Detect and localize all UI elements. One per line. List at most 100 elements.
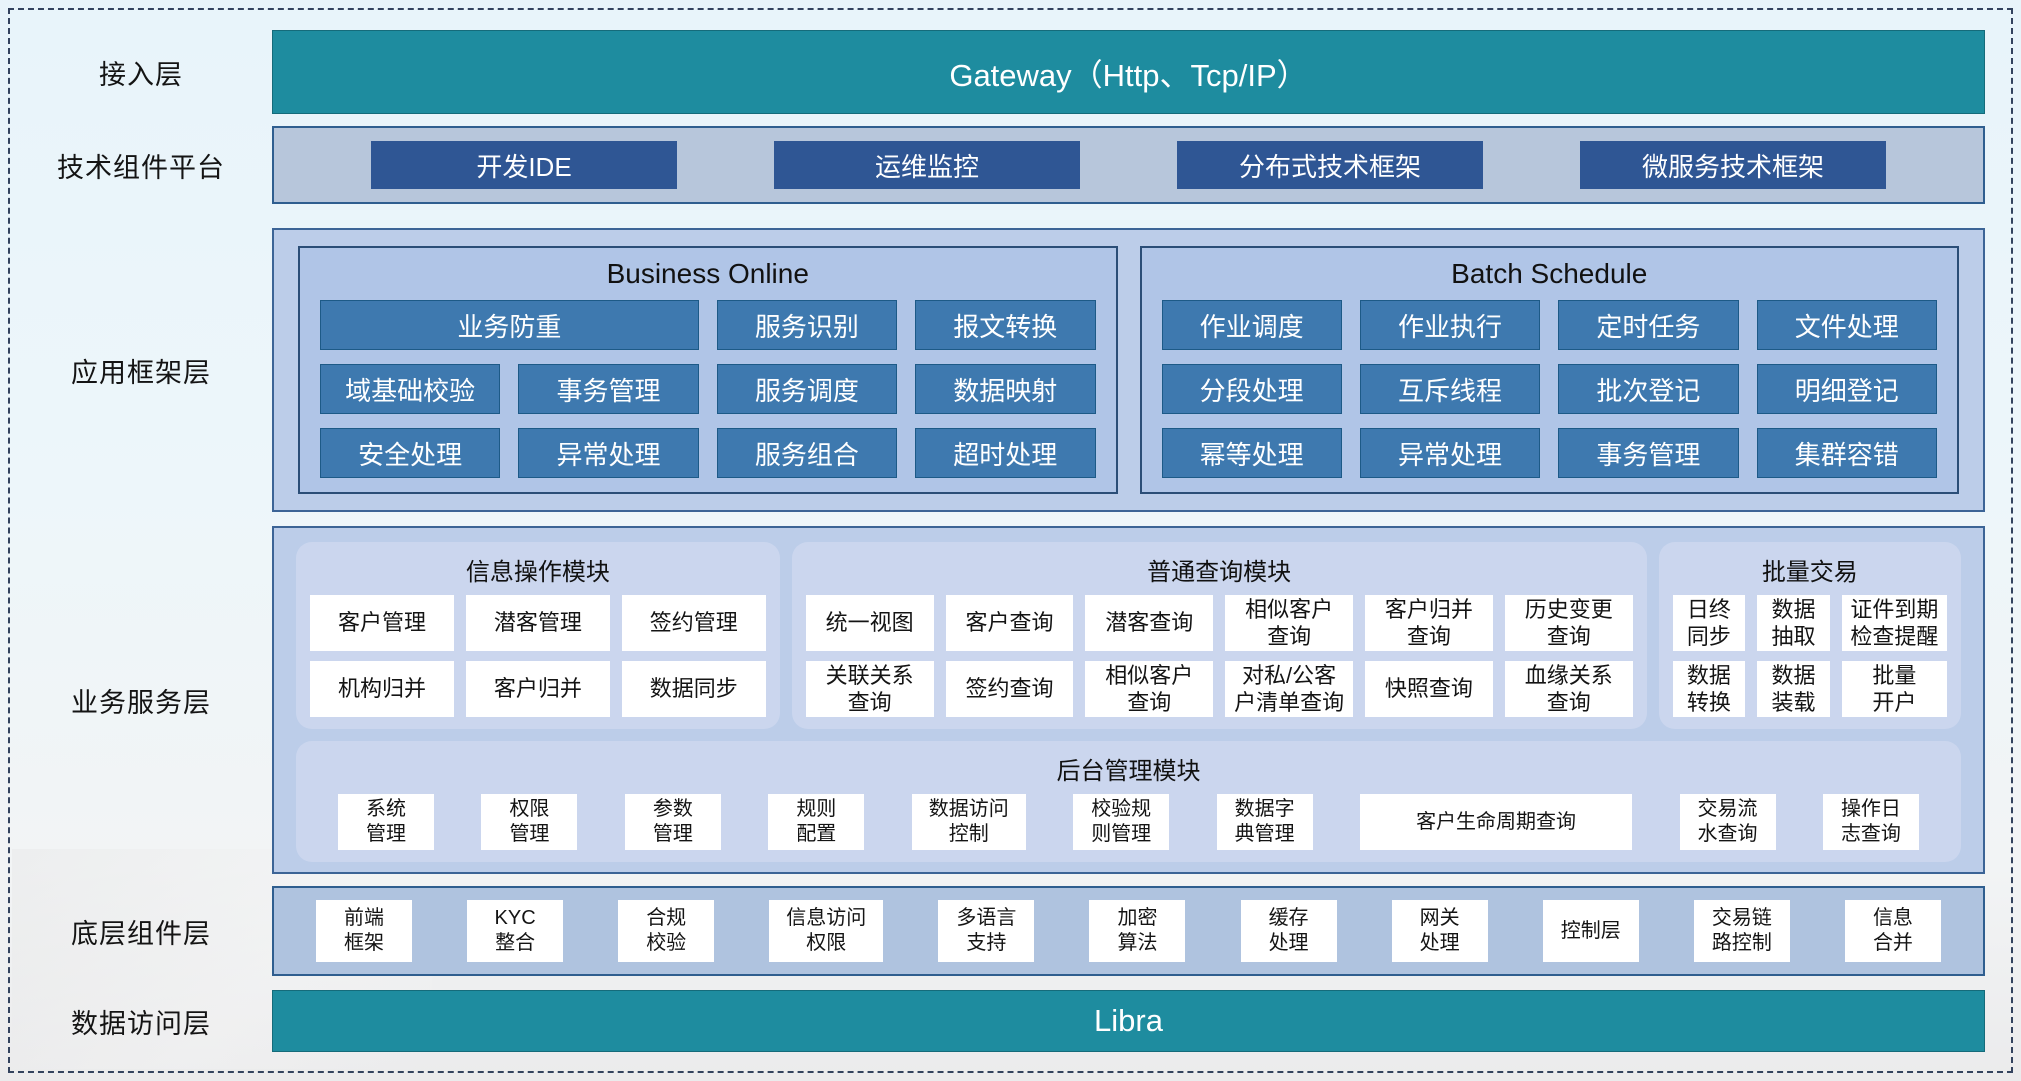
service-item: 批量 开户 [1841, 661, 1947, 717]
layer-stack: 接入层 Gateway（Http、Tcp/IP） 技术组件平台 开发IDE 运维监… [10, 10, 2011, 1071]
service-item: 关联关系 查询 [805, 661, 934, 717]
libra-bar: Libra [272, 990, 1985, 1052]
gateway-bar: Gateway（Http、Tcp/IP） [272, 30, 1985, 114]
base-component-item: 加密 算法 [1089, 900, 1186, 962]
data-access-row: 数据访问层 Libra [10, 990, 1985, 1052]
service-item: 血缘关系 查询 [1504, 661, 1633, 717]
service-item: 客户归并 查询 [1364, 595, 1493, 651]
tech-component-button: 开发IDE [371, 141, 677, 189]
framework-item: 安全处理 [320, 428, 501, 478]
batch-trading-grid: 日终 同步数据 抽取证件到期 检查提醒数据 转换数据 装载批量 开户 [1672, 595, 1947, 717]
framework-item: 域基础校验 [320, 364, 501, 414]
business-online-box: Business Online 业务防重服务识别报文转换域基础校验事务管理服务调… [298, 246, 1118, 494]
base-component-item: 多语言 支持 [938, 900, 1035, 962]
framework-item: 报文转换 [915, 300, 1096, 350]
framework-item: 数据映射 [915, 364, 1096, 414]
common-query-grid: 统一视图客户查询潜客查询相似客户 查询客户归并 查询历史变更 查询关联关系 查询… [805, 595, 1633, 717]
framework-item: 批次登记 [1558, 364, 1739, 414]
batch-trading-module: 批量交易 日终 同步数据 抽取证件到期 检查提醒数据 转换数据 装载批量 开户 [1658, 542, 1961, 729]
service-item: 快照查询 [1364, 661, 1493, 717]
base-component-item: 控制层 [1542, 900, 1639, 962]
framework-item: 服务识别 [716, 300, 898, 350]
service-item: 机构归并 [310, 661, 454, 717]
diagram-frame: 接入层 Gateway（Http、Tcp/IP） 技术组件平台 开发IDE 运维监… [8, 8, 2013, 1073]
batch-trading-title: 批量交易 [1761, 559, 1858, 586]
service-item: 证件到期 检查提醒 [1841, 595, 1947, 651]
access-layer-label: 接入层 [99, 59, 183, 90]
framework-item: 作业调度 [1161, 300, 1342, 350]
framework-item: 集群容错 [1756, 428, 1937, 478]
framework-item: 定时任务 [1558, 300, 1739, 350]
base-component-item: 合规 校验 [618, 900, 715, 962]
data-access-label: 数据访问层 [71, 1008, 211, 1039]
framework-item: 事务管理 [1558, 428, 1739, 478]
service-item: 相似客户 查询 [1085, 661, 1214, 717]
business-service-panel: 信息操作模块 客户管理潜客管理签约管理机构归并客户归并数据同步 普通查询模块 统… [272, 526, 1985, 874]
admin-item: 客户生命周期查询 [1360, 794, 1633, 850]
base-component-item: 缓存 处理 [1240, 900, 1337, 962]
framework-item: 服务组合 [716, 428, 898, 478]
admin-item: 系统 管理 [338, 794, 434, 850]
tech-platform-label: 技术组件平台 [57, 152, 225, 183]
framework-item: 互斥线程 [1359, 364, 1541, 414]
tech-platform-row: 技术组件平台 开发IDE 运维监控 分布式技术框架 微服务技术框架 [10, 126, 1985, 204]
app-framework-panel: Business Online 业务防重服务识别报文转换域基础校验事务管理 服务调… [272, 228, 1985, 512]
service-item: 对私/公客 户清单查询 [1225, 661, 1353, 717]
batch-schedule-box: Batch Schedule 作业调度作业执行定时任务文件处理分段处理互斥线程批… [1139, 246, 1959, 494]
admin-module-title: 后台管理模块 [1056, 758, 1201, 785]
service-item: 客户查询 [945, 595, 1074, 651]
info-operations-module: 信息操作模块 客户管理潜客管理签约管理机构归并客户归并数据同步 [296, 542, 780, 729]
service-item: 统一视图 [805, 595, 934, 651]
service-item: 数据 装载 [1757, 661, 1830, 717]
framework-item: 服务调度 [716, 364, 898, 414]
batch-schedule-grid: 作业调度作业执行定时任务文件处理分段处理互斥线程批次登记明细登记幂等处理异常处理… [1161, 300, 1937, 478]
admin-item: 交易流 水查询 [1679, 794, 1776, 850]
admin-item: 权限 管理 [481, 794, 578, 850]
base-component-item: 信息 合并 [1844, 900, 1941, 962]
framework-item: 文件处理 [1756, 300, 1937, 350]
tech-component-button: 微服务技术框架 [1580, 141, 1886, 189]
service-item: 日终 同步 [1672, 595, 1746, 651]
admin-item: 数据字 典管理 [1216, 794, 1313, 850]
base-component-item: 信息访问 权限 [769, 900, 884, 962]
framework-item: 分段处理 [1161, 364, 1342, 414]
business-service-row: 业务服务层 信息操作模块 客户管理潜客管理签约管理机构归并客户归并数据同步 普通… [10, 526, 1985, 874]
framework-item: 业务防重 [320, 300, 699, 350]
service-item: 客户管理 [310, 595, 454, 651]
base-component-item: 网关 处理 [1391, 900, 1488, 962]
business-service-label: 业务服务层 [71, 687, 211, 718]
service-item: 历史变更 查询 [1504, 595, 1633, 651]
base-components-bar: 前端 框架 KYC 整合合规 校验信息访问 权限多语言 支持加密 算法缓存 处理网… [272, 886, 1985, 976]
base-components-label: 底层组件层 [71, 918, 211, 949]
common-query-module: 普通查询模块 统一视图客户查询潜客查询相似客户 查询客户归并 查询历史变更 查询… [791, 542, 1647, 729]
service-item: 数据同步 [621, 661, 766, 717]
admin-item: 数据访问 控制 [911, 794, 1026, 850]
batch-schedule-title: Batch Schedule [1451, 258, 1648, 289]
tech-component-button: 运维监控 [774, 141, 1080, 189]
service-item: 签约查询 [945, 661, 1074, 717]
business-online-title: Business Online [606, 258, 809, 289]
admin-items-row: 系统 管理权限 管理参数 管理规则 配置数据访问 控制校验规 则管理数据字 典管… [310, 794, 1947, 850]
access-layer-row: 接入层 Gateway（Http、Tcp/IP） [10, 30, 1985, 114]
admin-item: 规则 配置 [768, 794, 865, 850]
framework-item: 异常处理 [1359, 428, 1541, 478]
framework-item: 幂等处理 [1161, 428, 1342, 478]
app-framework-row: 应用框架层 Business Online 业务防重服务识别报文转换域基础校验事… [10, 228, 1985, 512]
tech-component-button: 分布式技术框架 [1177, 141, 1483, 189]
service-item: 潜客管理 [465, 595, 610, 651]
base-component-item: KYC 整合 [467, 900, 564, 962]
business-online-grid: 业务防重服务识别报文转换域基础校验事务管理服务调度数据映射安全处理异常处理服务组… [320, 300, 1096, 478]
framework-item: 明细登记 [1756, 364, 1937, 414]
app-framework-label: 应用框架层 [71, 357, 211, 388]
base-component-item: 前端 框架 [316, 900, 412, 962]
service-item: 客户归并 [465, 661, 610, 717]
common-query-title: 普通查询模块 [1147, 559, 1292, 586]
admin-module: 后台管理模块 系统 管理权限 管理参数 管理规则 配置数据访问 控制校验规 则管… [296, 741, 1961, 862]
admin-item: 校验规 则管理 [1073, 794, 1170, 850]
service-modules-row: 信息操作模块 客户管理潜客管理签约管理机构归并客户归并数据同步 普通查询模块 统… [296, 542, 1961, 729]
service-item: 相似客户 查询 [1225, 595, 1353, 651]
service-item: 潜客查询 [1085, 595, 1214, 651]
framework-item: 异常处理 [518, 428, 699, 478]
service-item: 数据 抽取 [1757, 595, 1830, 651]
tech-platform-bar: 开发IDE 运维监控 分布式技术框架 微服务技术框架 [272, 126, 1985, 204]
